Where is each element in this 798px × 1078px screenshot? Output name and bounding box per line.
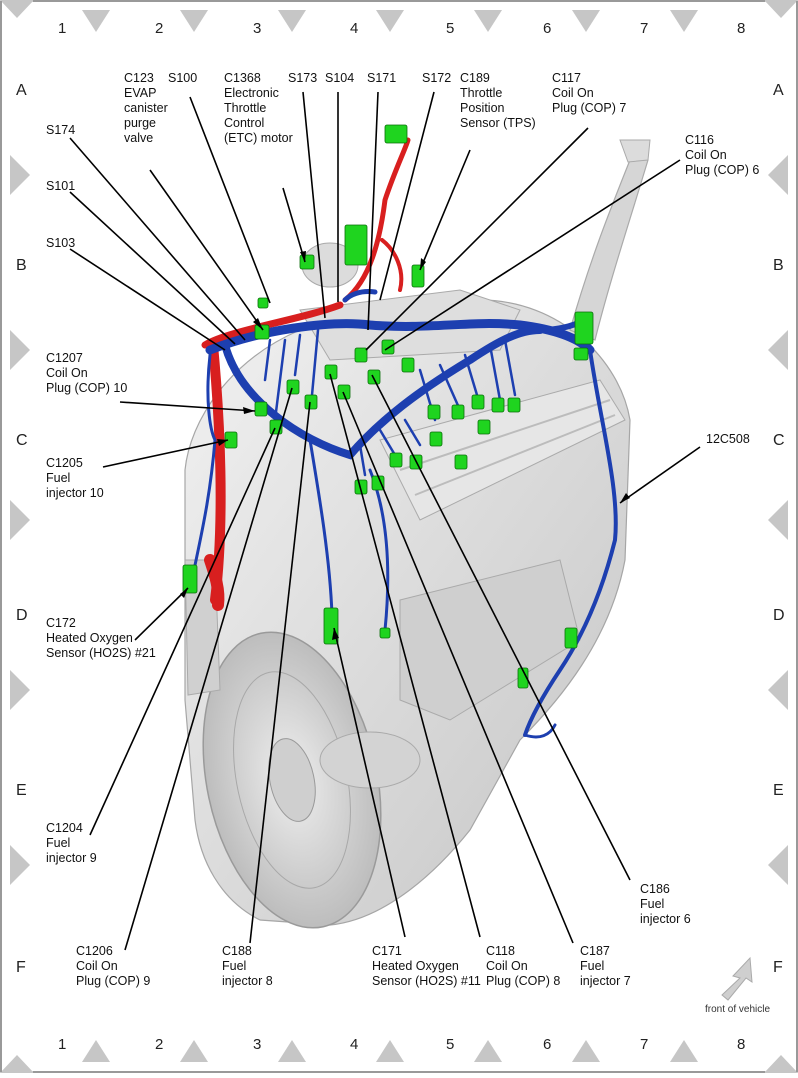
col-1-bottom: 1 bbox=[58, 1036, 66, 1053]
callout-s101: S101 bbox=[46, 179, 75, 193]
callout-c118: C118 Coil On Plug (COP) 8 bbox=[486, 944, 560, 988]
col-1-top: 1 bbox=[58, 20, 66, 37]
row-a-right: A bbox=[773, 82, 784, 99]
callout-labels: C123 EVAP canister purge valve S100 C136… bbox=[46, 71, 759, 988]
callout-c117: C117 Coil On Plug (COP) 7 bbox=[552, 71, 626, 115]
callout-c172: C172 Heated Oxygen Sensor (HO2S) #21 bbox=[46, 616, 156, 660]
callout-c188: C188 Fuel injector 8 bbox=[222, 944, 273, 988]
callout-s172: S172 bbox=[422, 71, 451, 85]
front-of-vehicle-label: front of vehicle bbox=[705, 1004, 770, 1015]
engine-illustration bbox=[184, 139, 651, 929]
row-b-left: B bbox=[16, 257, 27, 274]
col-5-bottom: 5 bbox=[446, 1036, 454, 1053]
row-c-left: C bbox=[16, 432, 28, 449]
row-e-right: E bbox=[773, 782, 784, 799]
row-f-left: F bbox=[16, 959, 26, 976]
col-7-top: 7 bbox=[640, 20, 648, 37]
row-c-right: C bbox=[773, 432, 785, 449]
col-4-top: 4 bbox=[350, 20, 358, 37]
row-d-left: D bbox=[16, 607, 28, 624]
callout-s104: S104 bbox=[325, 71, 354, 85]
callout-c1368: C1368 Electronic Throttle Control (ETC) … bbox=[224, 71, 293, 145]
callout-c116: C116 Coil On Plug (COP) 6 bbox=[685, 133, 759, 177]
row-b-right: B bbox=[773, 257, 784, 274]
callout-c186: C186 Fuel injector 6 bbox=[640, 882, 691, 926]
col-6-top: 6 bbox=[543, 20, 551, 37]
callout-s100: S100 bbox=[168, 71, 197, 85]
col-6-bottom: 6 bbox=[543, 1036, 551, 1053]
callout-s103: S103 bbox=[46, 236, 75, 250]
col-3-top: 3 bbox=[253, 20, 261, 37]
callout-c123: C123 EVAP canister purge valve bbox=[124, 71, 171, 145]
col-4-bottom: 4 bbox=[350, 1036, 358, 1053]
col-3-bottom: 3 bbox=[253, 1036, 261, 1053]
col-7-bottom: 7 bbox=[640, 1036, 648, 1053]
col-2-bottom: 2 bbox=[155, 1036, 163, 1053]
callout-c189: C189 Throttle Position Sensor (TPS) bbox=[460, 71, 536, 130]
callout-s174: S174 bbox=[46, 123, 75, 137]
grid-row-labels: A B C D E F A B C D E F bbox=[16, 82, 785, 976]
leader-lines bbox=[69, 91, 701, 951]
callout-12c508: 12C508 bbox=[706, 432, 750, 446]
callout-c1206: C1206 Coil On Plug (COP) 9 bbox=[76, 944, 150, 988]
callout-c1204: C1204 Fuel injector 9 bbox=[46, 821, 97, 865]
callout-c1205: C1205 Fuel injector 10 bbox=[46, 456, 104, 500]
row-f-right: F bbox=[773, 959, 783, 976]
callout-c187: C187 Fuel injector 7 bbox=[580, 944, 631, 988]
grid-column-labels: 1 2 3 4 5 6 7 8 1 2 3 4 5 6 7 8 bbox=[58, 20, 745, 1053]
col-2-top: 2 bbox=[155, 20, 163, 37]
row-a-left: A bbox=[16, 82, 27, 99]
callout-s173: S173 bbox=[288, 71, 317, 85]
col-5-top: 5 bbox=[446, 20, 454, 37]
front-arrow-icon bbox=[721, 956, 753, 1001]
row-d-right: D bbox=[773, 607, 785, 624]
connectors bbox=[182, 124, 594, 689]
leader-arrowheads bbox=[180, 251, 630, 640]
col-8-top: 8 bbox=[737, 20, 745, 37]
callout-c1207: C1207 Coil On Plug (COP) 10 bbox=[46, 351, 127, 395]
col-8-bottom: 8 bbox=[737, 1036, 745, 1053]
front-of-vehicle-indicator: front of vehicle bbox=[705, 956, 770, 1015]
callout-s171: S171 bbox=[367, 71, 396, 85]
row-e-left: E bbox=[16, 782, 27, 799]
callout-c171: C171 Heated Oxygen Sensor (HO2S) #11 bbox=[372, 944, 481, 988]
